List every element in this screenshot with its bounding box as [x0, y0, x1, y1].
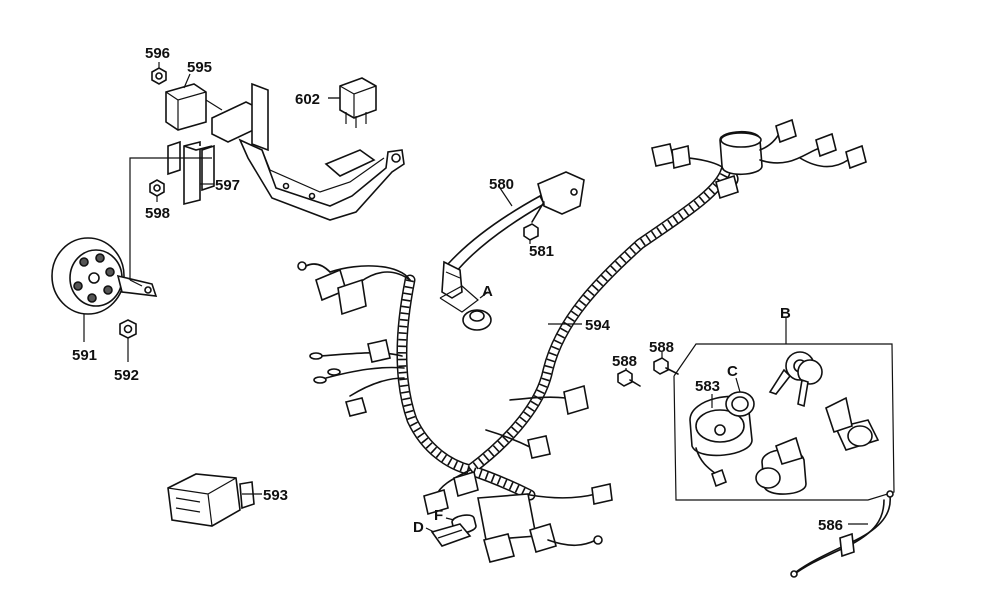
label-f: F — [434, 507, 443, 524]
part-c-ring — [725, 391, 755, 417]
part-598-nut — [149, 179, 165, 197]
part-595-relay — [165, 83, 223, 131]
part-586-cable — [790, 490, 894, 578]
label-c: C — [727, 363, 738, 380]
label-a: A — [482, 283, 493, 300]
label-596: 596 — [145, 45, 170, 62]
label-586: 586 — [818, 517, 843, 534]
leader-lines — [83, 62, 868, 533]
part-580-spark-plug-cap — [441, 171, 585, 299]
label-594: 594 — [585, 317, 611, 334]
label-595: 595 — [187, 59, 212, 76]
label-581: 581 — [529, 243, 554, 260]
part-594-wiring-harness — [297, 118, 867, 563]
label-d: D — [413, 519, 424, 536]
mounting-bracket — [211, 82, 405, 221]
part-597-fuse-holder — [167, 140, 215, 206]
label-583: 583 — [695, 378, 720, 395]
lock-set-frame — [673, 318, 895, 501]
label-b: B — [780, 305, 791, 322]
label-597: 597 — [215, 177, 240, 194]
label-598: 598 — [145, 205, 170, 222]
label-593: 593 — [263, 487, 288, 504]
label-591: 591 — [72, 347, 97, 364]
label-602: 602 — [295, 91, 320, 108]
label-588-right: 588 — [649, 339, 674, 356]
callout-labels: 596 595 602 597 598 591 592 580 581 A 59… — [72, 45, 843, 536]
part-588-screw-left — [617, 369, 641, 387]
label-580: 580 — [489, 176, 514, 193]
label-592: 592 — [114, 367, 139, 384]
seat-lock — [825, 396, 880, 451]
part-591-horn — [51, 237, 158, 315]
part-602-relay — [328, 77, 377, 128]
horn-mount-leader — [129, 157, 212, 287]
label-588-left: 588 — [612, 353, 637, 370]
helmet-lock — [755, 436, 807, 495]
part-592-nut — [119, 319, 137, 339]
part-a-grommet — [439, 285, 492, 331]
part-588-screw-right — [653, 357, 679, 375]
part-581-bolt — [523, 201, 545, 241]
part-d-fuse-holder — [430, 523, 472, 547]
part-596-nut — [151, 67, 167, 85]
part-b-keys — [768, 351, 823, 408]
part-593-regulator — [167, 473, 255, 527]
